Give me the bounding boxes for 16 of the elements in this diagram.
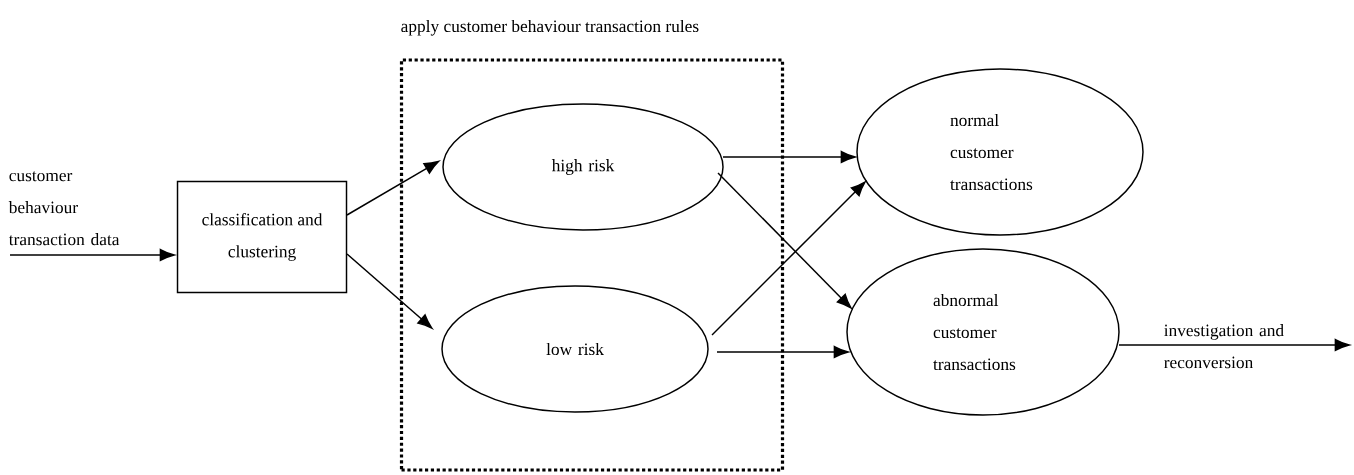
ellipse-node: normal customer transactions	[856, 68, 1144, 236]
edge-label: investigation and reconversion	[1164, 324, 1284, 369]
arrow	[1118, 338, 1350, 352]
arrow	[711, 181, 866, 336]
arrow	[9, 248, 175, 262]
arrow	[722, 150, 856, 164]
arrow	[716, 345, 849, 359]
ellipse-node: abnormal customer transactions	[846, 248, 1120, 416]
arrow	[346, 253, 433, 329]
ellipse-node: high risk	[442, 103, 724, 231]
process-box: classification and clustering	[176, 180, 348, 294]
ellipse-node: low risk	[441, 285, 709, 413]
arrow	[346, 160, 440, 216]
node-label: apply customer behaviour transaction rules	[401, 19, 699, 36]
edge-label: customer behaviour transaction data	[8, 171, 120, 246]
arrow	[717, 172, 852, 309]
